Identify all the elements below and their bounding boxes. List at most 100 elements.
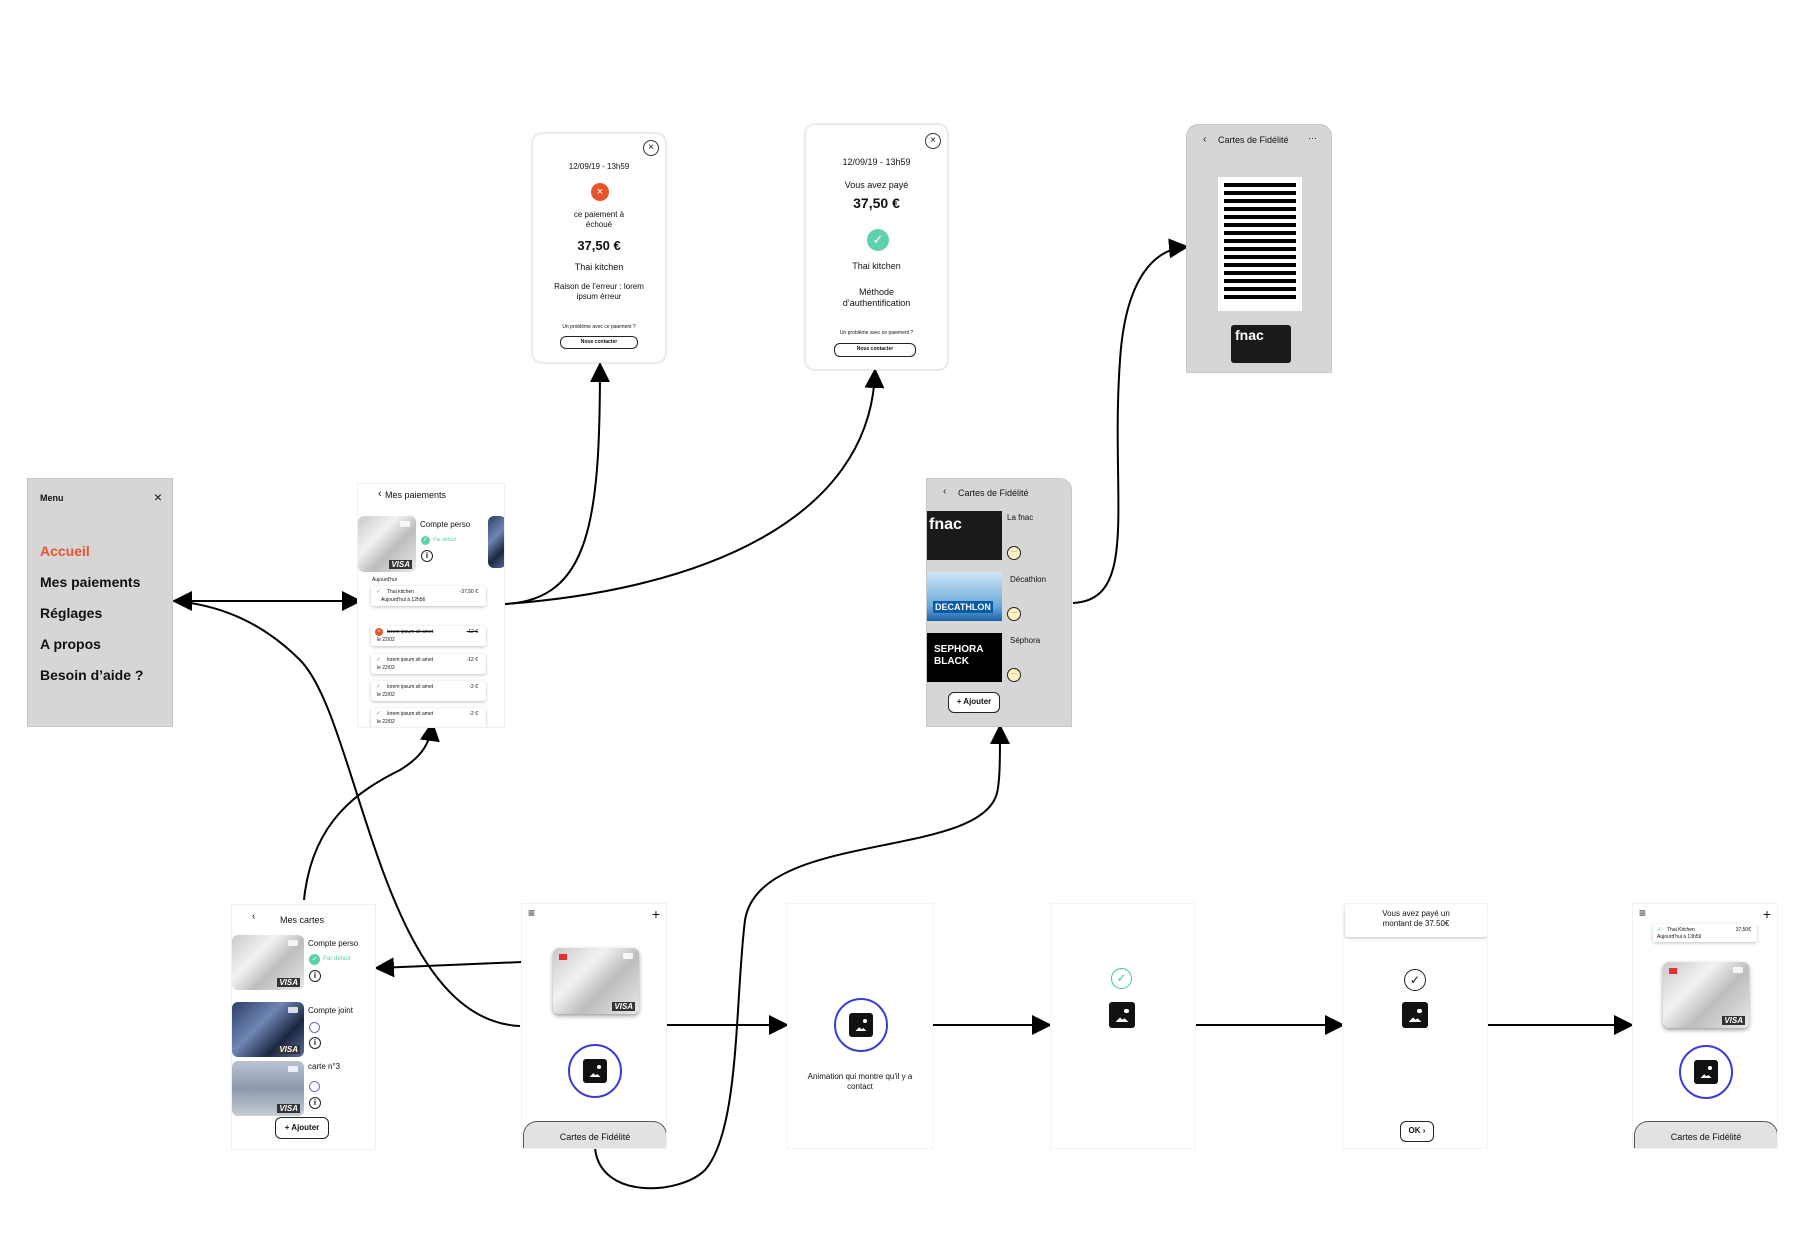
menu-panel: Menu × Accueil Mes paiements Réglages A … [27, 478, 173, 727]
sephora-card[interactable]: SEPHORA BLACK [927, 633, 1002, 682]
failed-payment-screen: × 12/09/19 - 13h59 × ce paiement à échou… [532, 133, 666, 363]
contact-animation-screen: Animation qui montre qu'il y a contact [787, 903, 933, 1149]
row-amount: -2 € [469, 711, 478, 717]
success-payment-screen: × 12/09/19 - 13h59 Vous avez payé 37,50 … [805, 124, 948, 370]
more-icon[interactable]: ··· [1007, 546, 1021, 560]
card-name: Compte perso [420, 520, 471, 529]
payment-row[interactable]: × lorem ipsum sit amet -12 € le 22/02 [371, 626, 486, 646]
menu-close-icon[interactable]: × [153, 489, 162, 505]
menu-item-a-propos[interactable]: A propos [40, 636, 101, 652]
check-circle-icon: ✓ [1111, 968, 1132, 989]
menu-item-mes-paiements[interactable]: Mes paiements [40, 574, 141, 590]
row-sub: le 22/02 [377, 665, 395, 671]
row-sub: le 22/02 [377, 637, 395, 643]
card-image[interactable]: VISA [232, 1061, 304, 1116]
payment-row[interactable]: ✓ lorem ipsum sit amet -2 € le 22/02 [371, 681, 486, 701]
add-button[interactable]: + Ajouter [948, 692, 1000, 713]
default-radio[interactable] [309, 1022, 320, 1033]
info-icon[interactable]: i [309, 1037, 321, 1049]
close-icon[interactable]: × [925, 133, 941, 149]
main-card[interactable]: VISA [1663, 962, 1749, 1028]
default-label: Par défaut [323, 956, 351, 962]
card-image[interactable]: VISA [232, 1002, 304, 1057]
back-icon[interactable]: ‹ [252, 911, 256, 922]
decathlon-card[interactable]: DECATHLON [927, 572, 1002, 621]
card-name: Compte joint [308, 1006, 353, 1015]
pay-button[interactable] [568, 1044, 622, 1098]
contact-button[interactable]: Nous contacter [560, 336, 638, 349]
fnac-card: fnac [1231, 325, 1291, 363]
check-animation-screen: ✓ [1050, 903, 1196, 1149]
menu-item-accueil[interactable]: Accueil [40, 543, 90, 559]
sephora-logo: SEPHORA BLACK [934, 644, 984, 667]
check-circle-icon: ✓ [1404, 969, 1426, 991]
back-icon[interactable]: ‹ [1203, 134, 1207, 145]
notif-amount: 37,50€ [1735, 927, 1751, 933]
back-icon[interactable]: ‹ [378, 488, 382, 500]
home-after-screen: ≡ + ✓ Thai Kitchen 37,50€ Aujourd'hui à … [1632, 903, 1778, 1149]
success-icon: ✓ [376, 657, 382, 663]
more-icon[interactable]: ··· [1308, 133, 1317, 143]
row-label: lorem ipsum sit amet [387, 657, 434, 663]
card-image[interactable]: VISA [358, 516, 416, 572]
arrow-cartes-paiements [303, 721, 440, 901]
info-icon[interactable]: i [309, 1097, 321, 1109]
contact-ring [834, 998, 888, 1052]
menu-item-besoin-aide[interactable]: Besoin d’aide ? [40, 667, 144, 683]
menu-icon[interactable]: ≡ [528, 906, 536, 920]
image-icon [1402, 1002, 1428, 1028]
row-sub: le 22/02 [377, 692, 395, 698]
image-icon [1694, 1060, 1718, 1084]
success-icon: ✓ [376, 589, 382, 595]
page-title: Mes paiements [385, 490, 447, 500]
image-icon [849, 1013, 873, 1037]
problem-question: Un problème avec ce paiement ? [562, 324, 636, 330]
fnac-card[interactable]: fnac [927, 511, 1002, 560]
notif-sub: Aujourd'hui à 13h59 [1657, 934, 1702, 940]
main-card[interactable]: VISA [553, 948, 639, 1014]
paid-message: Vous avez payé un montant de 37.50€ [1382, 909, 1450, 928]
tab-cartes-fidelite[interactable]: Cartes de Fidélité [523, 1121, 666, 1148]
default-label: Par défaut [433, 537, 457, 543]
add-button[interactable]: + Ajouter [275, 1117, 329, 1139]
arrow-home-cartes [374, 957, 523, 978]
info-icon[interactable]: i [421, 550, 433, 562]
decathlon-logo: DECATHLON [933, 601, 993, 613]
row-sub: le 22/02 [377, 719, 395, 725]
payment-status: Vous avez payé [844, 180, 909, 190]
card-image-next[interactable] [488, 516, 504, 568]
contact-button[interactable]: Nous contacter [834, 343, 916, 357]
pay-button[interactable] [1679, 1045, 1733, 1099]
more-icon[interactable]: ··· [1007, 668, 1021, 682]
back-icon[interactable]: ‹ [943, 486, 947, 497]
tab-cartes-fidelite[interactable]: Cartes de Fidélité [1634, 1121, 1777, 1148]
row-label: lorem ipsum sit amet [387, 711, 434, 717]
error-reason: Raison de l’erreur : lorem ipsum érreur [554, 282, 644, 301]
menu-item-reglages[interactable]: Réglages [40, 605, 103, 621]
arrow-home-menu [175, 600, 521, 1027]
fnac-logo: fnac [929, 516, 962, 533]
plus-icon[interactable]: + [651, 906, 660, 922]
contact-text: Animation qui montre qu'il y a contact [807, 1072, 913, 1091]
payment-row[interactable]: ✓ lorem ipsum sit amet -2 € le 22/02 [371, 708, 486, 727]
loyalty-name: Décathlon [1010, 575, 1047, 584]
today-label: Aujourd'hui [372, 577, 397, 583]
close-icon[interactable]: × [643, 140, 659, 156]
payment-row[interactable]: ✓ Thai kitchen -37,50 € Aujourd'hui à 12… [371, 586, 486, 606]
fnac-logo: fnac [1235, 327, 1264, 343]
payment-notification[interactable]: ✓ Thai Kitchen 37,50€ Aujourd'hui à 13h5… [1653, 924, 1757, 942]
more-icon[interactable]: ··· [1007, 607, 1021, 621]
plus-icon[interactable]: + [1762, 906, 1771, 922]
card-image[interactable]: VISA [232, 935, 304, 990]
fidelite-list-screen: ‹ Cartes de Fidélité fnac La fnac ··· DE… [926, 478, 1072, 727]
ok-button[interactable]: OK › [1400, 1121, 1434, 1142]
default-radio[interactable] [309, 1081, 320, 1092]
row-sub: Aujourd'hui à 12h56 [381, 597, 426, 603]
card-name: Compte perso [308, 939, 359, 948]
success-icon: ✓ [376, 711, 382, 717]
loyalty-name: Séphora [1010, 636, 1041, 645]
payment-row[interactable]: ✓ lorem ipsum sit amet -12 € le 22/02 [371, 654, 486, 674]
menu-icon[interactable]: ≡ [1639, 906, 1647, 920]
info-icon[interactable]: i [309, 970, 321, 982]
